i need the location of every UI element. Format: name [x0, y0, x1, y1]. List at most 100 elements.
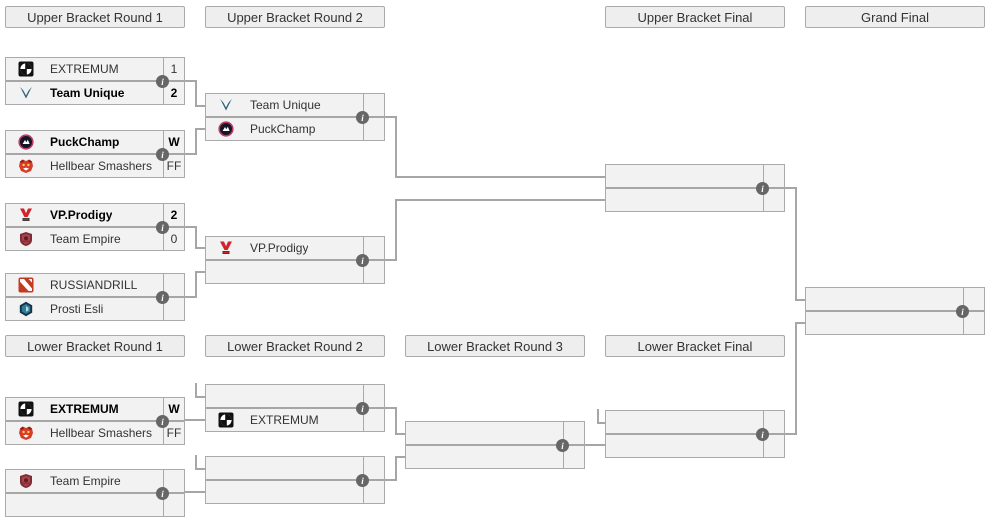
- match-row-divider: [6, 296, 184, 298]
- match-info-icon[interactable]: i: [156, 487, 169, 500]
- bracket-connector-line: [195, 80, 197, 107]
- bracket-connector-line: [395, 176, 606, 178]
- team-name: PuckChamp: [250, 122, 316, 136]
- bracket-connector-line: [384, 116, 397, 118]
- extremum-logo-icon: [218, 412, 234, 428]
- bracket-connector-line: [795, 187, 797, 301]
- match-info-icon[interactable]: i: [356, 474, 369, 487]
- match-info-icon[interactable]: i: [356, 402, 369, 415]
- team-slot-extremum[interactable]: EXTREMUM: [206, 409, 384, 431]
- team-slot-team-empire[interactable]: Team Empire: [6, 470, 184, 492]
- round-header-grand-final: Grand Final: [805, 6, 985, 28]
- bracket-connector-line: [395, 199, 606, 201]
- round-header-lower-bracket-round-3: Lower Bracket Round 3: [405, 335, 585, 357]
- match-row-divider: [6, 153, 184, 155]
- bracket-connector-line: [184, 153, 197, 155]
- match-info-icon[interactable]: i: [156, 148, 169, 161]
- match-row-divider: [206, 259, 384, 261]
- team-slot-russiandrill[interactable]: RUSSIANDRILL: [6, 274, 184, 296]
- bracket-connector-line: [395, 433, 406, 435]
- team-score: 0: [170, 232, 178, 246]
- bracket-connector-line: [195, 271, 206, 273]
- bracket-connector-line: [597, 422, 607, 424]
- team-slot-puckchamp[interactable]: PuckChamp: [206, 118, 384, 140]
- match-row-divider: [606, 433, 784, 435]
- bracket-connector-line: [195, 105, 206, 107]
- match-row-divider: [6, 420, 184, 422]
- match-info-icon[interactable]: i: [156, 415, 169, 428]
- bracket-connector-line: [195, 247, 206, 249]
- team-slot-hellbear-smashers[interactable]: Hellbear Smashers FF: [6, 422, 184, 444]
- bracket-connector-line: [195, 396, 206, 398]
- bracket-connector-line: [184, 80, 197, 82]
- team-slot-team-unique[interactable]: Team Unique 2: [6, 82, 184, 104]
- team-name: Team Unique: [50, 86, 125, 100]
- team-slot-prosti-esli[interactable]: Prosti Esli: [6, 298, 184, 320]
- bracket-connector-line: [784, 187, 797, 189]
- bracket-connector-line: [195, 455, 197, 470]
- bracket-connector-line: [384, 479, 397, 481]
- bracket-connector-line: [195, 128, 197, 155]
- bracket-connector-line: [195, 468, 206, 470]
- bracket-connector-line: [184, 419, 206, 421]
- team-score: 2: [170, 86, 178, 100]
- bracket-connector-line: [395, 199, 397, 261]
- team-name: Prosti Esli: [50, 302, 104, 316]
- bracket-connector-line: [184, 491, 206, 493]
- team-score: W: [168, 402, 180, 416]
- bracket-connector-line: [195, 271, 197, 298]
- bracket-connector-line: [395, 456, 397, 481]
- match-info-icon[interactable]: i: [756, 182, 769, 195]
- russiandrill-logo-icon: [18, 277, 34, 293]
- team-score: FF: [166, 159, 182, 173]
- match-row-divider: [206, 116, 384, 118]
- prosti-esli-logo-icon: [18, 301, 34, 317]
- match-info-icon[interactable]: i: [356, 254, 369, 267]
- team-slot-vp-prodigy[interactable]: VP.Prodigy: [206, 237, 384, 259]
- team-slot-hellbear-smashers[interactable]: Hellbear Smashers FF: [6, 155, 184, 177]
- match-info-icon[interactable]: i: [956, 305, 969, 318]
- match-info-icon[interactable]: i: [156, 75, 169, 88]
- team-name: Hellbear Smashers: [50, 159, 152, 173]
- match-info-icon[interactable]: i: [156, 221, 169, 234]
- team-name: EXTREMUM: [250, 413, 319, 427]
- match-info-icon[interactable]: i: [756, 428, 769, 441]
- vp-prodigy-logo-icon: [18, 207, 34, 223]
- match-grand-final: i: [805, 287, 985, 335]
- match-lb-final: i: [605, 410, 785, 458]
- team-name: RUSSIANDRILL: [50, 278, 138, 292]
- bracket-connector-line: [195, 226, 197, 249]
- bracket-connector-line: [395, 456, 406, 458]
- team-name: Hellbear Smashers: [50, 426, 152, 440]
- match-info-icon[interactable]: i: [156, 291, 169, 304]
- match-info-icon[interactable]: i: [356, 111, 369, 124]
- team-score: 1: [170, 62, 178, 76]
- bracket-connector-line: [184, 226, 197, 228]
- match-ub-final: i: [605, 164, 785, 212]
- bracket-connector-line: [395, 116, 397, 178]
- bracket-connector-line: [384, 407, 397, 409]
- team-empire-logo-icon: [18, 473, 34, 489]
- team-slot-team-unique[interactable]: Team Unique: [206, 94, 384, 116]
- bracket-connector-line: [597, 409, 599, 424]
- team-slot-extremum[interactable]: EXTREMUM W: [6, 398, 184, 420]
- round-header-lower-bracket-final: Lower Bracket Final: [605, 335, 785, 357]
- bracket-connector-line: [795, 299, 806, 301]
- team-score: FF: [166, 426, 182, 440]
- extremum-logo-icon: [18, 401, 34, 417]
- team-unique-logo-icon: [18, 85, 34, 101]
- match-info-icon[interactable]: i: [556, 439, 569, 452]
- puckchamp-logo-icon: [18, 134, 34, 150]
- team-name: EXTREMUM: [50, 402, 119, 416]
- match-ub-r1-m4: RUSSIANDRILL Prosti Esli i: [5, 273, 185, 321]
- team-unique-logo-icon: [218, 97, 234, 113]
